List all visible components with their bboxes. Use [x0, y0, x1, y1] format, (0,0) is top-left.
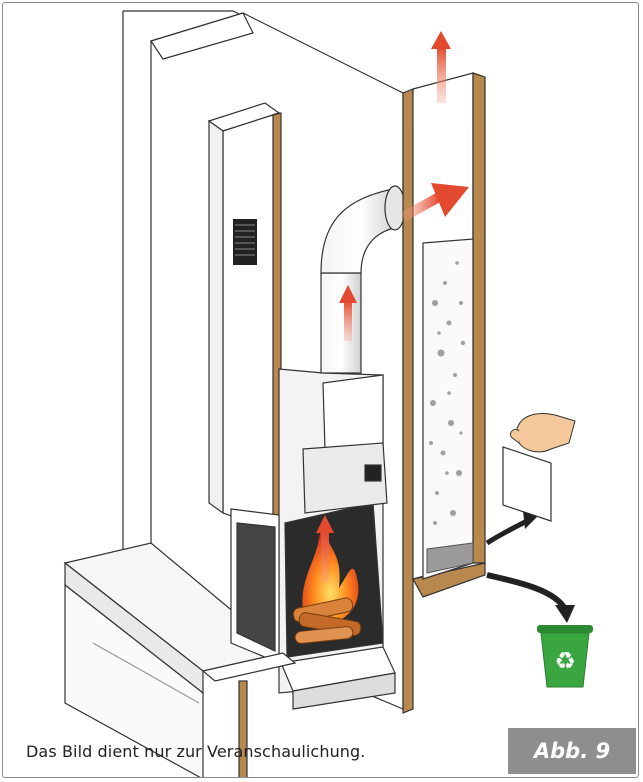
- figure-label-badge: Abb. 9: [508, 728, 636, 774]
- caption-text: Das Bild dient nur zur Veranschaulichung…: [26, 742, 366, 761]
- recycle-icon: ♻: [554, 647, 576, 675]
- flue-pipe: [320, 185, 406, 374]
- cleaning-door: [502, 446, 552, 522]
- soot-particles: [429, 261, 466, 525]
- flow-arrow-fire: [316, 515, 334, 583]
- hearth-ledge: [201, 652, 297, 777]
- firewood-logs: [292, 597, 362, 644]
- door-arrow: [485, 511, 537, 546]
- front-cladding: [207, 102, 282, 534]
- flow-arrow-top: [431, 31, 451, 103]
- bin-arrow: [486, 572, 575, 623]
- flow-arrow-chimney: [400, 183, 469, 222]
- soot-deposit: [426, 542, 474, 574]
- chimney-wall: [402, 72, 486, 714]
- ventilation-grille: [233, 219, 257, 265]
- recycle-bin: ♻: [537, 625, 593, 688]
- fireplace-cutaway-illustration: ♻: [63, 10, 593, 777]
- svg-text:♻: ♻: [554, 647, 576, 675]
- hearth-floor: [63, 542, 285, 777]
- hand-icon: [510, 413, 576, 453]
- flow-arrow-flue: [339, 285, 357, 341]
